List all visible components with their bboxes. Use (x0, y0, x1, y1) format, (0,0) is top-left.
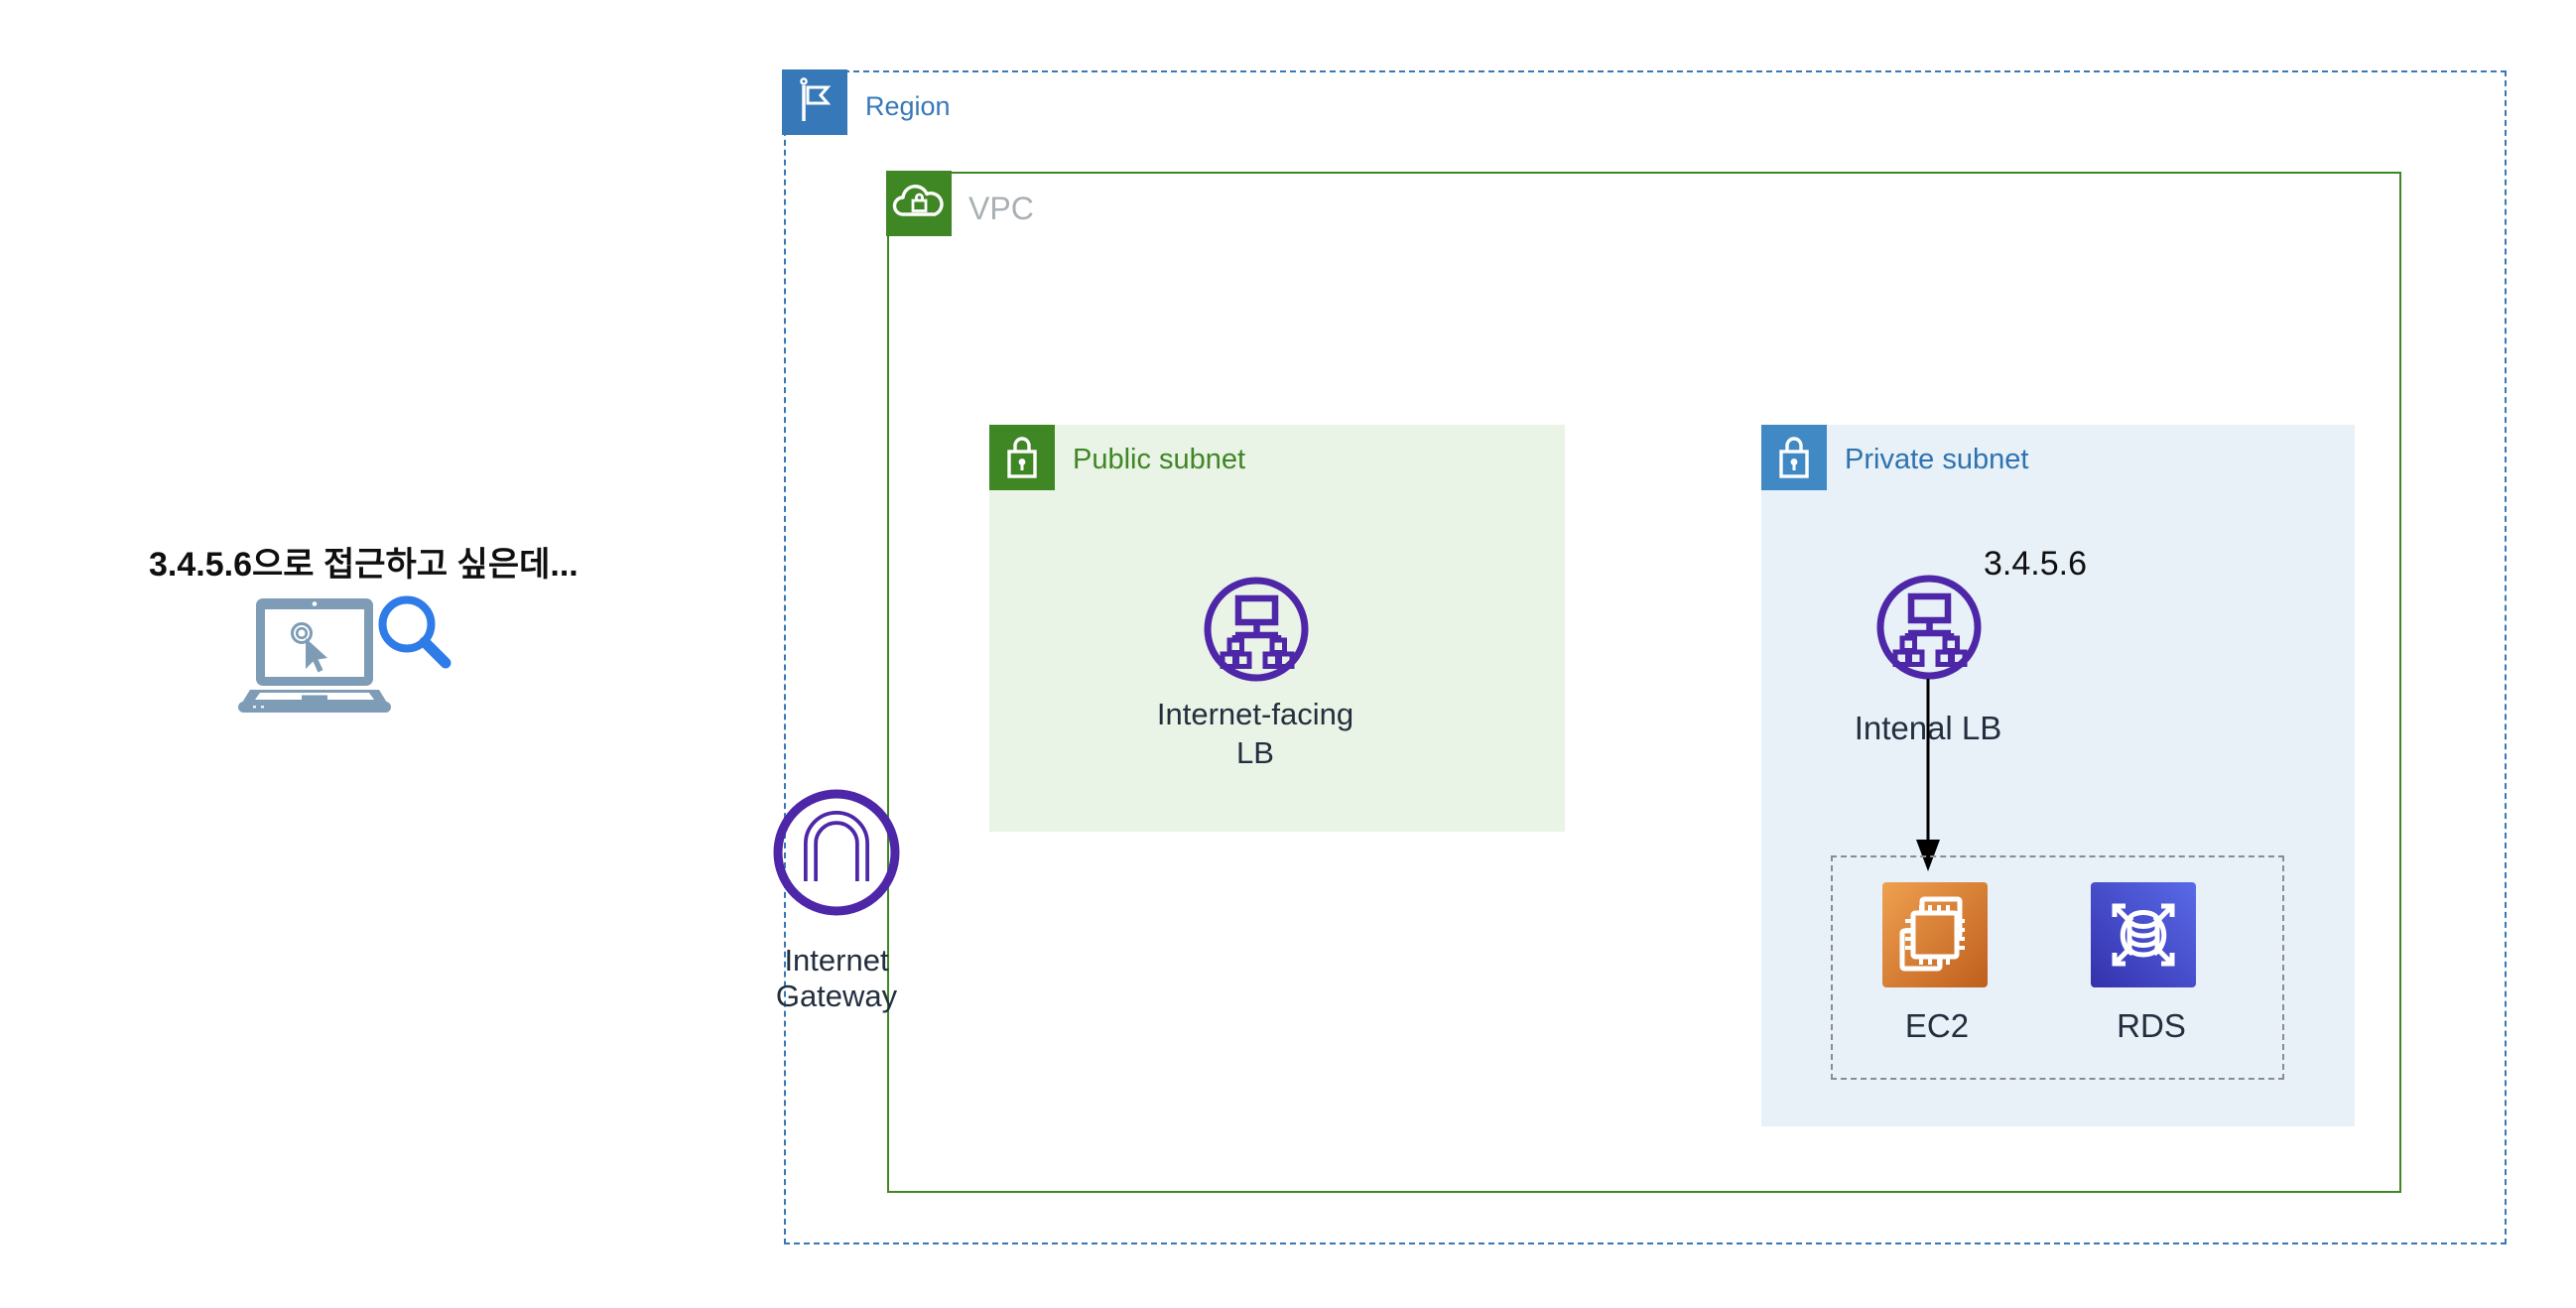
vpc-label: VPC (968, 191, 1034, 226)
client-annotation-text: 3.4.5.6으로 접근하고 싶은데... (149, 546, 579, 584)
ec2-label: EC2 (1904, 1007, 1970, 1044)
region-container (784, 70, 2507, 1244)
internet-gateway-label: Internet Gateway (752, 943, 921, 1014)
internal-lb-icon (1876, 575, 1982, 680)
region-flag-icon (782, 69, 847, 135)
region-label: Region (865, 91, 951, 121)
laptop-icon (238, 598, 391, 713)
internet-facing-lb-label-line2: LB (1236, 735, 1274, 770)
vpc-cloud-icon (886, 171, 952, 236)
rds-label: RDS (2117, 1007, 2186, 1044)
internet-facing-lb-icon (1204, 577, 1309, 682)
internet-gateway-label-line1: Internet (784, 943, 889, 978)
private-subnet-container (1761, 425, 2355, 1126)
private-subnet-label: Private subnet (1845, 444, 2029, 475)
public-subnet-lock-icon (989, 425, 1055, 490)
public-subnet-container (989, 425, 1565, 832)
ec2-rds-group-container (1831, 855, 2284, 1080)
lb-to-ec2-arrow (1916, 679, 1940, 871)
ec2-icon (1882, 882, 1988, 987)
internet-facing-lb-label: Internet-facing LB (1104, 695, 1406, 772)
internet-facing-lb-label-line1: Internet-facing (1156, 697, 1354, 731)
internet-gateway-label-line2: Gateway (775, 979, 898, 1013)
magnifier-icon (378, 595, 451, 669)
public-subnet-label: Public subnet (1073, 444, 1246, 475)
internal-lb-ip-label: 3.4.5.6 (1984, 545, 2087, 583)
internet-gateway-icon (773, 789, 900, 916)
rds-icon (2091, 882, 2196, 987)
private-subnet-lock-icon (1761, 425, 1827, 490)
